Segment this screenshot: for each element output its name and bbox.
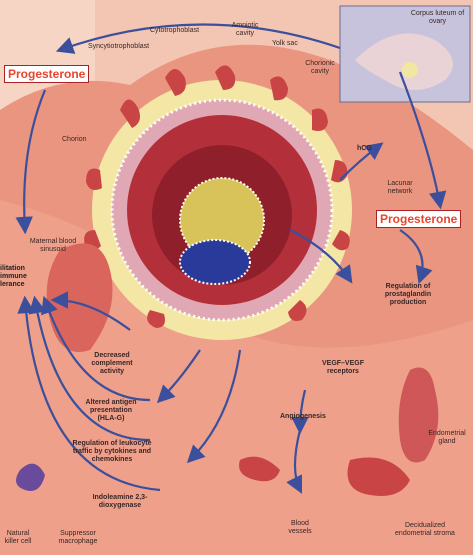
label-decreased-complement: Decreased complement activity [84, 352, 140, 376]
amniotic-cavity [180, 240, 250, 284]
label-angiogenesis: Angiogenesis [280, 413, 326, 421]
label-endometrial-gland: Endometrial gland [425, 430, 469, 446]
left-edge-line3: lerance [0, 281, 27, 289]
label-vegf: VEGF–VEGF receptors [318, 360, 368, 376]
label-lacunar-network: Lacunar network [380, 180, 420, 196]
left-edge-line2: immune [0, 273, 27, 281]
label-suppressor-macrophage: Suppressor macrophage [50, 530, 106, 546]
label-amniotic-cavity: Amniotic cavity [225, 22, 265, 38]
label-altered-antigen: Altered antigen presentation (HLA-G) [80, 399, 142, 423]
progesterone-label-right: Progesterone [376, 210, 461, 228]
label-chorionic-cavity: Chorionic cavity [300, 60, 340, 76]
label-natural-killer: Natural killer cell [0, 530, 36, 546]
left-edge-line1: ilitation [0, 265, 27, 273]
label-hcg: hCG [357, 145, 372, 153]
label-syncytiotrophoblast: Syncytiotrophoblast [88, 43, 149, 51]
label-blood-vessels: Blood vessels [280, 520, 320, 536]
label-yolk-sac: Yolk sac [272, 40, 298, 48]
label-maternal-blood-sinusoid: Maternal blood sinusoid [28, 238, 78, 254]
corpus-luteum-dot [402, 62, 418, 78]
label-regulation-leukocyte: Regulation of leukocyte traffic by cytok… [70, 440, 154, 464]
progesterone-label-left: Progesterone [4, 65, 89, 83]
label-regulation-prostaglandin: Regulation of prostaglandin production [372, 283, 444, 307]
label-chorion: Chorion [62, 136, 87, 144]
label-corpus-luteum: Corpus luteum of ovary [405, 10, 470, 26]
label-decidualized-stroma: Decidualized endometrial stroma [390, 522, 460, 538]
label-indoleamine: Indoleamine 2,3-dioxygenase [92, 494, 148, 510]
left-edge-text: ilitation immune lerance [0, 265, 27, 289]
label-cytotrophoblast: Cytotrophoblast [150, 27, 199, 35]
